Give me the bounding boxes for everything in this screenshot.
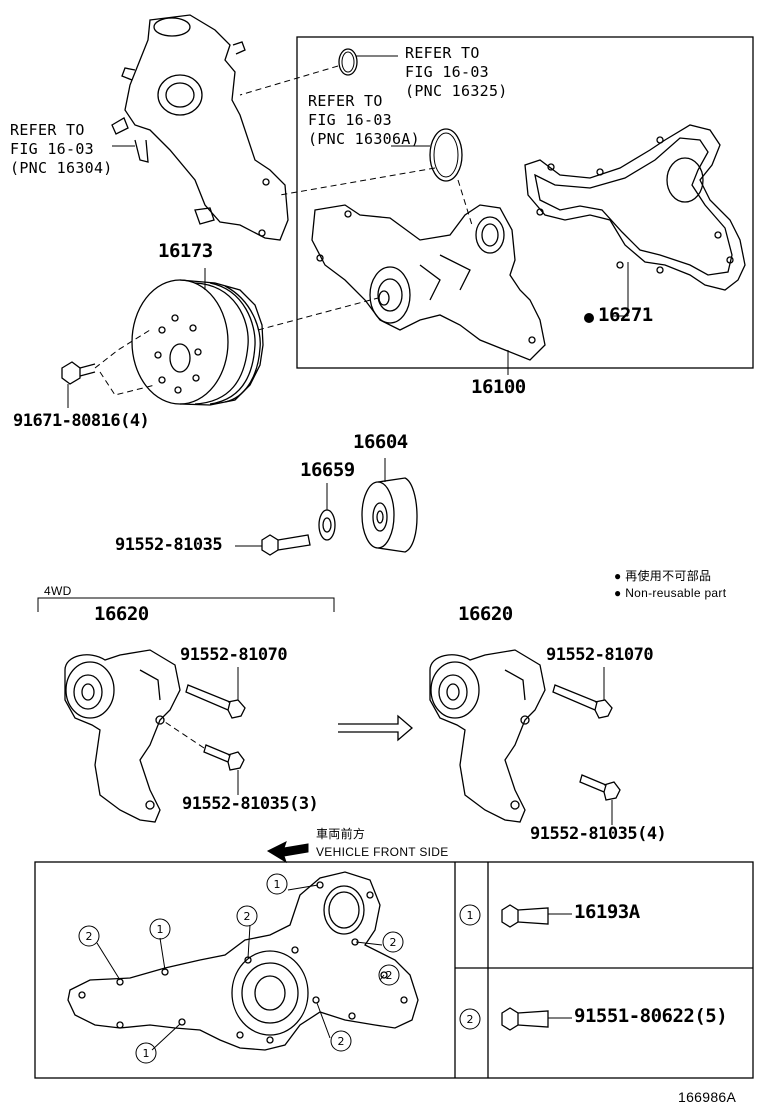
legend-jp: ● 再使用不可部品 bbox=[614, 569, 712, 583]
ref-16304-line3: (PNC 16304) bbox=[10, 159, 113, 177]
part-label-91035-3: 91552-81035(3) bbox=[182, 794, 319, 814]
non-reusable-dot-16271 bbox=[584, 313, 594, 323]
bolt-16193a bbox=[501, 904, 549, 928]
part-label-91671: 91671-80816(4) bbox=[13, 411, 150, 431]
bolt-91551-80622 bbox=[501, 1007, 549, 1031]
gasket-16271 bbox=[524, 124, 746, 291]
part-label-91552-81035: 91552-81035 bbox=[115, 535, 223, 555]
marker-circle bbox=[330, 1030, 352, 1052]
marker-text: 1 bbox=[157, 923, 164, 936]
4wd-bracket bbox=[37, 597, 335, 612]
bolt-91552-81035-left bbox=[203, 744, 245, 771]
ref-16325-line3: (PNC 16325) bbox=[405, 82, 508, 100]
ref-16306a-line2: FIG 16-03 bbox=[308, 111, 392, 129]
figure-id: 166986A bbox=[678, 1089, 737, 1105]
ref-16304-line2: FIG 16-03 bbox=[10, 140, 94, 158]
part-label-16659: 16659 bbox=[300, 459, 355, 481]
pulley-16173 bbox=[131, 279, 264, 406]
marker-circle bbox=[78, 925, 100, 947]
table-marker-1: 1 bbox=[467, 909, 474, 922]
part-label-16173: 16173 bbox=[158, 240, 213, 262]
part-label-16100: 16100 bbox=[471, 376, 526, 398]
part-label-16620-right: 16620 bbox=[458, 603, 513, 625]
water-pump bbox=[311, 204, 546, 361]
part-label-16271: 16271 bbox=[598, 304, 653, 326]
marker-text: 2 bbox=[390, 936, 397, 949]
front-label-en: VEHICLE FRONT SIDE bbox=[316, 845, 449, 859]
ref-16304-line1: REFER TO bbox=[10, 121, 85, 139]
tensioner-left bbox=[64, 649, 181, 823]
ref-16306a-line1: REFER TO bbox=[308, 92, 383, 110]
ref-16325-line2: FIG 16-03 bbox=[405, 63, 489, 81]
ref-16306a-line3: (PNC 16306A) bbox=[308, 130, 420, 148]
marker-circle bbox=[266, 873, 288, 895]
legend-en: ● Non-reusable part bbox=[614, 586, 727, 600]
torque-box bbox=[34, 861, 754, 1079]
table-marker-circle-1 bbox=[459, 904, 481, 926]
variant-label: 4WD bbox=[44, 584, 72, 598]
marker-circle bbox=[135, 1042, 157, 1064]
table-marker-2: 2 bbox=[467, 1013, 474, 1026]
marker-circle bbox=[382, 931, 404, 953]
marker-text: 1 bbox=[143, 1047, 150, 1060]
bolt-91552-81035-right bbox=[579, 774, 621, 801]
marker-circle bbox=[149, 918, 171, 940]
front-label-jp: 車両前方 bbox=[316, 827, 366, 841]
o-ring-large bbox=[429, 128, 463, 182]
marker-circle bbox=[236, 905, 258, 927]
marker-text: 2 bbox=[386, 969, 393, 982]
marker-leaders bbox=[96, 884, 385, 1051]
front-arrow-icon bbox=[266, 841, 309, 864]
part-label-91070-left: 91552-81070 bbox=[180, 645, 288, 665]
table-part-91551: 91551-80622(5) bbox=[574, 1005, 728, 1027]
marker-text: 2 bbox=[86, 930, 93, 943]
arrow-right bbox=[338, 714, 413, 742]
marker-text: 2 bbox=[244, 910, 251, 923]
water-inlet-housing bbox=[111, 14, 289, 241]
o-ring-small bbox=[338, 48, 358, 76]
pump-kit-box bbox=[296, 36, 754, 369]
table-marker-circle-2 bbox=[459, 1008, 481, 1030]
ref-16325-line1: REFER TO bbox=[405, 44, 480, 62]
bolt-91671 bbox=[61, 361, 96, 385]
bolt-91552-81070-left bbox=[185, 684, 246, 719]
part-label-91070-right: 91552-81070 bbox=[546, 645, 654, 665]
marker-text: 2 bbox=[338, 1035, 345, 1048]
bolt-91552-81035-top bbox=[261, 534, 311, 556]
marker-circle bbox=[378, 964, 400, 986]
bolt-91552-81070-right bbox=[552, 684, 613, 719]
part-label-16604: 16604 bbox=[353, 431, 408, 453]
tensioner-right bbox=[429, 649, 546, 823]
marker-text: 1 bbox=[274, 878, 281, 891]
idler-pulley-16604 bbox=[361, 477, 418, 553]
table-part-16193a: 16193A bbox=[574, 901, 640, 923]
part-label-16620-left: 16620 bbox=[94, 603, 149, 625]
part-label-91035-4: 91552-81035(4) bbox=[530, 824, 667, 844]
